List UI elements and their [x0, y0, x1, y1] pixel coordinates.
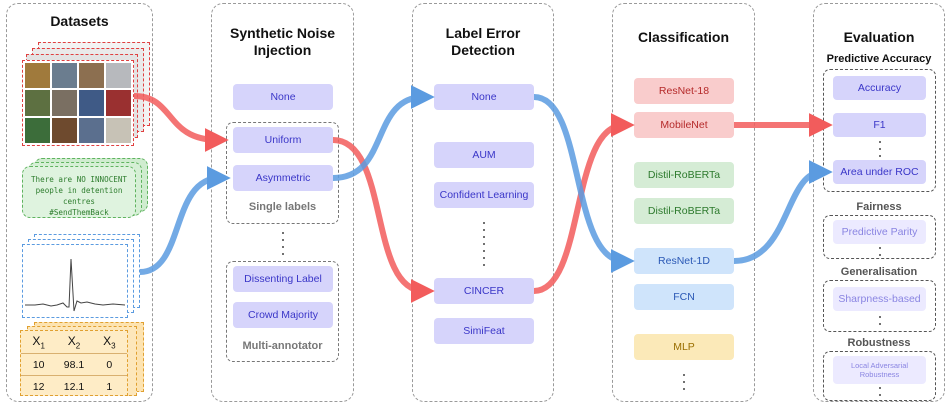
- model-mobilenet[interactable]: MobileNet: [634, 112, 734, 138]
- table-cell: 1: [106, 380, 113, 393]
- vertical-dots-icon: [879, 316, 882, 330]
- vertical-dots-icon: [483, 222, 486, 271]
- tabular-dataset-stack: X1 X2 X3 10 98.1 0 12 12.1 1: [20, 322, 148, 398]
- robustness-line1: Local Adversarial: [850, 361, 909, 370]
- model-fcn[interactable]: FCN: [634, 284, 734, 310]
- noise-option-dissenting-label[interactable]: Dissenting Label: [233, 266, 333, 292]
- detection-option-none[interactable]: None: [434, 84, 534, 110]
- image-dataset-stack: [22, 42, 152, 147]
- metric-predictive-parity[interactable]: Predictive Parity: [833, 220, 926, 244]
- vertical-dots-icon: [282, 232, 285, 260]
- table-cell: 10: [32, 358, 45, 371]
- datasets-title: Datasets: [50, 13, 109, 29]
- image-tile: [52, 117, 77, 143]
- vertical-dots-icon: [879, 387, 882, 401]
- ecg-chart: [22, 244, 128, 318]
- image-tile: [25, 90, 50, 116]
- table-header: X3: [103, 333, 116, 351]
- metric-sharpness-based[interactable]: Sharpness-based: [833, 287, 926, 311]
- noise-title-line2: Injection: [253, 42, 312, 58]
- vertical-dots-icon: [879, 247, 882, 261]
- noise-injection-panel: Synthetic Noise Injection: [211, 3, 354, 402]
- tweet-card: There are NO INNOCENT people in detentio…: [22, 166, 136, 218]
- image-grid: [22, 60, 134, 146]
- detection-option-simifeat[interactable]: SimiFeat: [434, 318, 534, 344]
- vertical-dots-icon: [683, 374, 686, 395]
- robustness-line2: Robustness: [859, 370, 900, 379]
- predictive-accuracy-title: Predictive Accuracy: [826, 53, 932, 65]
- tweet-hashtag: #SendThemBack: [49, 208, 109, 217]
- noise-option-crowd-majority[interactable]: Crowd Majority: [233, 302, 333, 328]
- multi-annotator-caption: Multi-annotator: [242, 340, 323, 352]
- red-arrow-images-to-uniform: [133, 93, 229, 152]
- blue-arrow-resnet1d-to-auroc: [733, 160, 833, 264]
- blue-arrow-none-to-resnet1d: [533, 94, 635, 273]
- table-cell: 12.1: [63, 380, 85, 393]
- single-labels-caption: Single labels: [248, 201, 317, 213]
- vertical-dots-icon: [879, 141, 882, 162]
- metric-f1[interactable]: F1: [833, 113, 926, 137]
- metric-local-adversarial-robustness[interactable]: Local Adversarial Robustness: [833, 356, 926, 384]
- image-tile: [25, 63, 50, 89]
- generalisation-title: Generalisation: [840, 266, 918, 278]
- table-header: X2: [67, 333, 81, 351]
- noise-option-asymmetric[interactable]: Asymmetric: [233, 165, 333, 191]
- detection-title-line1: Label Error: [445, 25, 521, 41]
- image-tile: [106, 63, 131, 89]
- timeseries-dataset-stack: [22, 234, 140, 318]
- detection-option-aum[interactable]: AUM: [434, 142, 534, 168]
- model-distil-roberta[interactable]: Distil-RoBERTa: [634, 162, 734, 188]
- image-tile: [79, 63, 104, 89]
- image-tile: [106, 90, 131, 116]
- image-tile: [25, 117, 50, 143]
- image-tile: [79, 90, 104, 116]
- red-arrow-uniform-to-cincer: [332, 137, 435, 303]
- image-tile: [79, 117, 104, 143]
- multi-annotator-group: [226, 261, 339, 362]
- evaluation-title: Evaluation: [843, 29, 915, 45]
- generalisation-group: [823, 280, 936, 332]
- table-cell: 12: [32, 380, 45, 393]
- model-mlp[interactable]: MLP: [634, 334, 734, 360]
- text-dataset-stack: There are NO INNOCENT people in detentio…: [20, 158, 150, 220]
- table-row: 10 98.1 0: [21, 354, 127, 376]
- blue-arrow-timeseries-to-asymmetric: [139, 166, 231, 275]
- detection-option-cincer[interactable]: CINCER: [434, 278, 534, 304]
- ecg-signal: [25, 258, 126, 312]
- tweet-line: people in detention centres: [35, 186, 123, 206]
- data-table: X1 X2 X3 10 98.1 0 12 12.1 1: [20, 330, 128, 396]
- table-row: 12 12.1 1: [21, 376, 127, 397]
- detection-option-confident-learning[interactable]: Confident Learning: [434, 182, 534, 208]
- robustness-group: [823, 351, 936, 401]
- robustness-title: Robustness: [847, 337, 911, 349]
- image-tile: [106, 117, 131, 143]
- noise-option-uniform[interactable]: Uniform: [233, 127, 333, 153]
- metric-accuracy[interactable]: Accuracy: [833, 76, 926, 100]
- table-cell: 98.1: [63, 358, 85, 371]
- metric-area-under-roc[interactable]: Area under ROC: [833, 160, 926, 184]
- fairness-title: Fairness: [856, 201, 902, 213]
- table-cell: 0: [106, 358, 113, 371]
- detection-title-line2: Detection: [451, 42, 515, 58]
- image-tile: [52, 63, 77, 89]
- red-arrow-cincer-to-mobilenet: [533, 113, 635, 294]
- tweet-line: There are NO INNOCENT: [30, 175, 127, 184]
- model-resnet-1d[interactable]: ResNet-1D: [634, 248, 734, 274]
- noise-option-none[interactable]: None: [233, 84, 333, 110]
- noise-title-line1: Synthetic Noise: [229, 25, 336, 41]
- model-distil-roberta[interactable]: Distil-RoBERTa: [634, 198, 734, 224]
- model-resnet-18[interactable]: ResNet-18: [634, 78, 734, 104]
- table-header: X1: [32, 333, 45, 351]
- classification-title: Classification: [637, 29, 730, 45]
- blue-arrow-asymmetric-to-none: [332, 85, 435, 181]
- image-tile: [52, 90, 77, 116]
- fairness-group: [823, 215, 936, 259]
